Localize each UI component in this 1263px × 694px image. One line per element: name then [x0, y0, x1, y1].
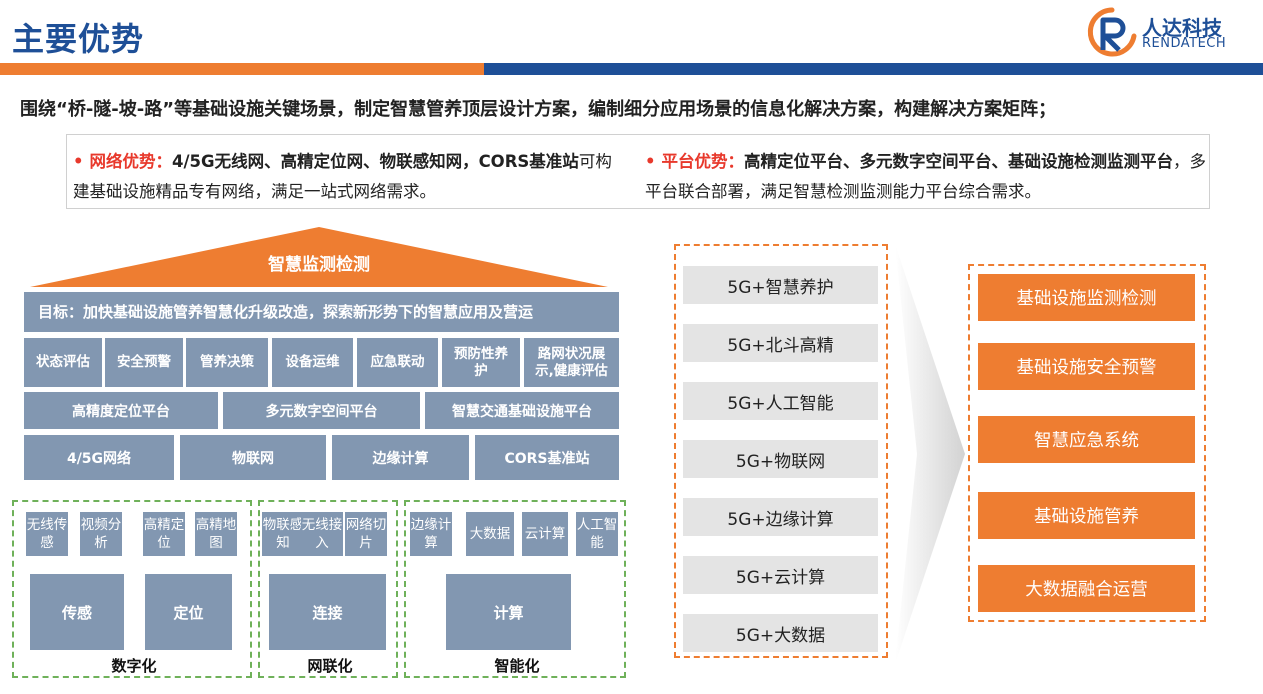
header-bar-orange	[0, 63, 484, 75]
app-box: 路网状况展示,健康评估	[524, 338, 619, 387]
network-item: 无线接入	[301, 512, 343, 556]
digital-group	[12, 500, 252, 678]
pyramid-roof	[30, 227, 608, 287]
network-box: CORS基准站	[475, 435, 619, 480]
network-item: 网络切片	[345, 512, 387, 556]
positioning-box: 定位	[145, 574, 232, 650]
app-box: 状态评估	[24, 338, 102, 387]
platform-advantage: • 平台优势：高精定位平台、多元数字空间平台、基础设施检测监测平台，多平台联合部署…	[645, 147, 1207, 207]
network-advantage-title: 网络优势：	[89, 152, 173, 171]
outcome-item: 大数据融合运营	[978, 565, 1195, 612]
platform-advantage-title: 平台优势：	[661, 152, 745, 171]
digital-item: 高精地图	[195, 512, 237, 556]
intelligent-item: 边缘计算	[410, 512, 452, 556]
company-logo: 人达科技 RENDATECH	[1086, 6, 1256, 58]
tech-5g-item: 5G+云计算	[683, 556, 878, 594]
rendatech-logo-icon	[1087, 7, 1137, 57]
digital-label: 数字化	[111, 657, 157, 675]
goal-banner: 目标：加快基础设施管养智慧化升级改造，探索新形势下的智慧应用及营运	[24, 292, 619, 332]
digital-item: 视频分析	[80, 512, 122, 556]
app-box: 管养决策	[186, 338, 268, 387]
tech-5g-item: 5G+人工智能	[683, 382, 878, 420]
outcomes-panel	[968, 264, 1206, 622]
tech-5g-item: 5G+北斗高精	[683, 324, 878, 362]
intelligent-label: 智能化	[494, 657, 540, 675]
network-advantage-bold: 4/5G无线网、高精定位网、物联感知网，CORS基准站	[172, 152, 579, 171]
intelligent-item: 云计算	[522, 512, 568, 556]
bullet-icon: •	[73, 152, 84, 171]
app-box: 安全预警	[105, 338, 183, 387]
intelligent-group	[404, 500, 626, 678]
network-box: 物联网	[180, 435, 326, 480]
platform-box: 智慧交通基础设施平台	[425, 392, 619, 429]
bullet-icon: •	[645, 152, 656, 171]
platform-box: 高精度定位平台	[24, 392, 218, 429]
network-advantage: • 网络优势：4/5G无线网、高精定位网、物联感知网，CORS基准站可构建基础设施…	[73, 147, 613, 207]
digital-item: 无线传感	[26, 512, 68, 556]
outcome-item: 基础设施监测检测	[978, 274, 1195, 321]
computing-box: 计算	[446, 574, 571, 650]
tech-5g-item: 5G+大数据	[683, 614, 878, 652]
page-title: 主要优势	[12, 20, 145, 58]
outcome-item: 基础设施管养	[978, 492, 1195, 539]
sensing-box: 传感	[30, 574, 124, 650]
tech-5g-item: 5G+智慧养护	[683, 266, 878, 304]
tech-5g-item: 5G+边缘计算	[683, 498, 878, 536]
platform-box: 多元数字空间平台	[223, 392, 420, 429]
chevron-right-icon	[895, 244, 965, 664]
platform-advantage-bold: 高精定位平台、多元数字空间平台、基础设施检测监测平台	[744, 152, 1174, 171]
connection-box: 连接	[269, 574, 386, 650]
network-box: 4/5G网络	[24, 435, 174, 480]
header-bar-blue	[484, 63, 1263, 75]
tech-5g-panel	[674, 244, 888, 658]
roof-label: 智慧监测检测	[268, 255, 370, 275]
app-box: 设备运维	[272, 338, 353, 387]
network-group	[258, 500, 398, 678]
platform-advantage-text: ，多平台联合部署，满足智慧检测监测能力平台综合需求。	[645, 152, 1207, 201]
tech-5g-item: 5G+物联网	[683, 440, 878, 478]
advantages-box: • 网络优势：4/5G无线网、高精定位网、物联感知网，CORS基准站可构建基础设施…	[66, 134, 1210, 209]
digital-item: 高精定位	[143, 512, 185, 556]
logo-english-name: RENDATECH	[1142, 36, 1227, 51]
app-box: 预防性养护	[442, 338, 520, 387]
outcome-item: 基础设施安全预警	[978, 343, 1195, 390]
network-item: 物联感知	[262, 512, 304, 556]
intelligent-item: 人工智能	[576, 512, 618, 556]
intelligent-item: 大数据	[466, 512, 514, 556]
logo-chinese-name: 人达科技	[1142, 16, 1222, 40]
network-box: 边缘计算	[332, 435, 469, 480]
app-box: 应急联动	[357, 338, 438, 387]
outcome-item: 智慧应急系统	[978, 416, 1195, 463]
network-label: 网联化	[307, 657, 353, 675]
network-advantage-text: 可构建基础设施精品专有网络，满足一站式网络需求。	[73, 152, 612, 201]
intro-statement: 围绕“桥-隧-坡-路”等基础设施关键场景，制定智慧管养顶层设计方案，编制细分应用…	[20, 99, 1057, 120]
